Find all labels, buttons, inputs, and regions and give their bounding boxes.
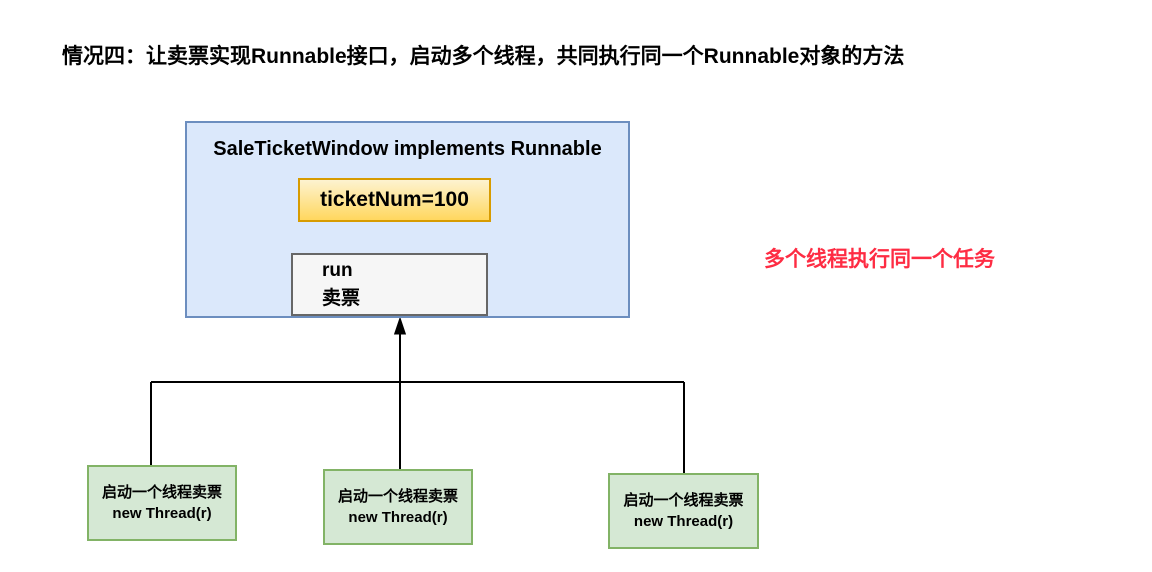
thread-box-code: new Thread(r) bbox=[112, 505, 212, 522]
thread-box-label: 启动一个线程卖票 bbox=[101, 484, 222, 501]
thread-box-code: new Thread(r) bbox=[633, 513, 734, 530]
arrowhead-up-icon bbox=[393, 316, 407, 335]
run-method-box: run 卖票 bbox=[291, 253, 488, 316]
run-method-name: run bbox=[322, 260, 353, 281]
thread-box-label: 启动一个线程卖票 bbox=[337, 488, 458, 505]
note-text: 多个线程执行同一个任务 bbox=[764, 248, 995, 271]
thread-box-code: new Thread(r) bbox=[348, 509, 448, 526]
thread-box-label: 启动一个线程卖票 bbox=[623, 492, 744, 509]
thread-box-2: 启动一个线程卖票 new Thread(r) bbox=[323, 469, 473, 545]
ticket-num-field-box: ticketNum=100 bbox=[298, 178, 491, 222]
page-title: 情况四：让卖票实现Runnable接口，启动多个线程，共同执行同一个Runnab… bbox=[62, 45, 905, 68]
runnable-class-title: SaleTicketWindow implements Runnable bbox=[213, 138, 602, 160]
thread-box-1: 启动一个线程卖票 new Thread(r) bbox=[87, 465, 237, 541]
thread-box-3: 启动一个线程卖票 new Thread(r) bbox=[608, 473, 759, 549]
run-method-desc: 卖票 bbox=[322, 288, 361, 309]
